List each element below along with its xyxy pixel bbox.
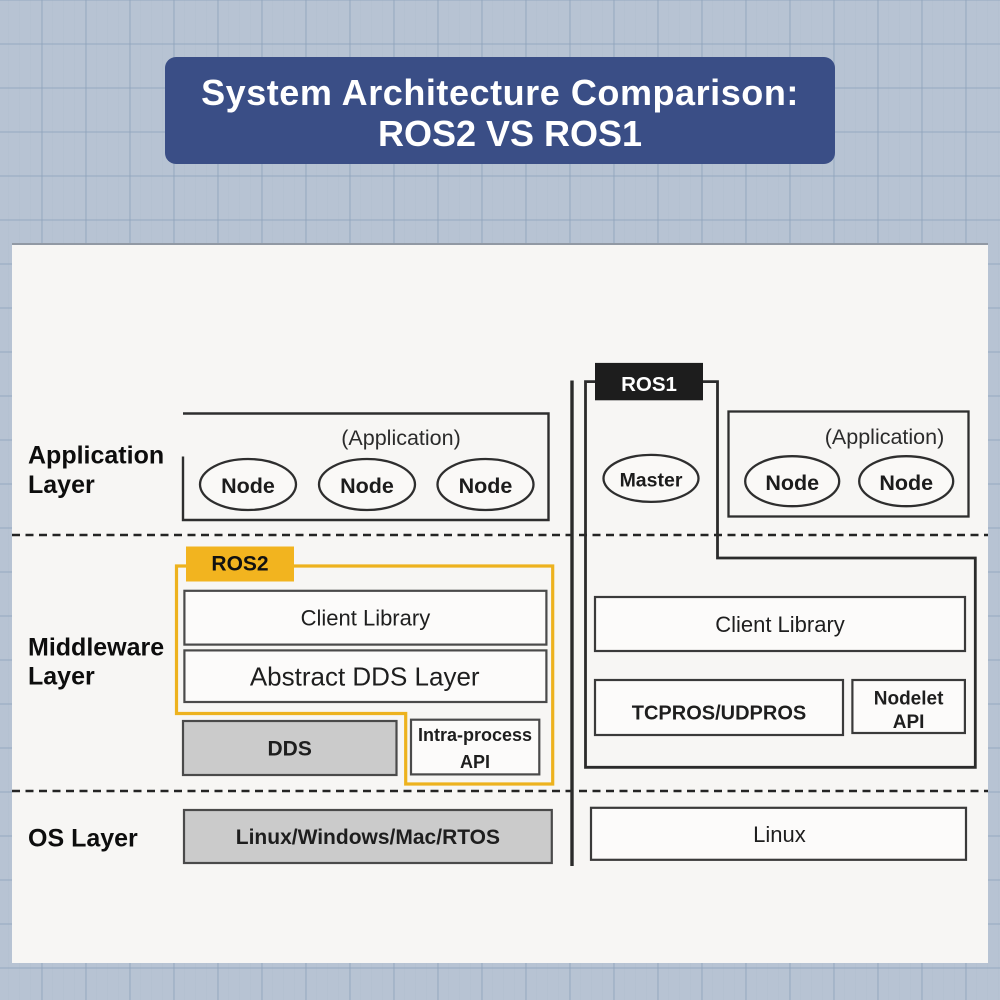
- svg-text:Node: Node: [765, 471, 819, 495]
- svg-text:DDS: DDS: [268, 738, 312, 761]
- svg-text:TCPROS/UDPROS: TCPROS/UDPROS: [632, 703, 806, 725]
- svg-text:(Application): (Application): [825, 425, 945, 449]
- svg-text:Layer: Layer: [28, 663, 95, 691]
- svg-text:Node: Node: [340, 474, 394, 498]
- svg-text:Middleware: Middleware: [28, 634, 164, 662]
- svg-text:Application: Application: [28, 442, 164, 470]
- svg-text:Master: Master: [620, 470, 683, 492]
- svg-text:API: API: [893, 712, 925, 733]
- svg-text:Node: Node: [879, 471, 933, 495]
- svg-text:Abstract DDS Layer: Abstract DDS Layer: [250, 662, 480, 692]
- svg-text:Node: Node: [459, 474, 513, 498]
- svg-text:(Application): (Application): [341, 426, 461, 450]
- svg-text:ROS1: ROS1: [621, 373, 677, 396]
- svg-text:Layer: Layer: [28, 471, 95, 499]
- svg-text:Nodelet: Nodelet: [874, 689, 944, 710]
- svg-text:Client Library: Client Library: [715, 612, 845, 637]
- svg-text:OS Layer: OS Layer: [28, 825, 138, 853]
- svg-text:Client Library: Client Library: [301, 606, 431, 631]
- svg-text:Node: Node: [221, 474, 275, 498]
- svg-text:API: API: [460, 752, 490, 772]
- svg-text:ROS2: ROS2: [211, 553, 268, 576]
- svg-text:Linux/Windows/Mac/RTOS: Linux/Windows/Mac/RTOS: [236, 826, 500, 849]
- svg-text:Linux: Linux: [753, 822, 806, 847]
- svg-text:Intra-process: Intra-process: [418, 725, 532, 745]
